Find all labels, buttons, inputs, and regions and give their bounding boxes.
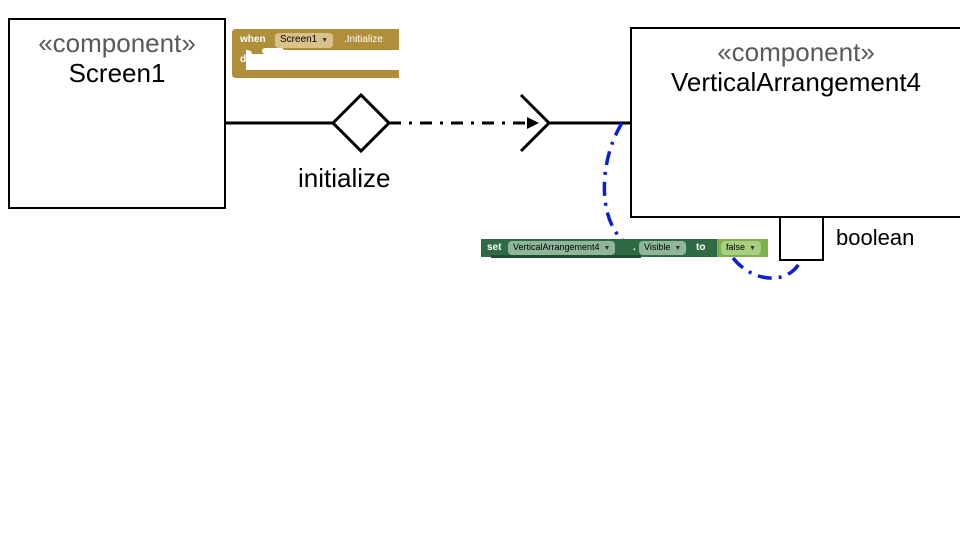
vertical-arrangement-name: VerticalArrangement4 [670, 67, 922, 97]
chevron-down-icon: ▼ [749, 245, 756, 252]
event-label: initialize [298, 163, 391, 193]
screen1-name: Screen1 [68, 58, 166, 88]
when-initialize-block[interactable]: when Screen1▼ .Initialize do [232, 29, 399, 78]
property-dropdown-label: Visible [644, 242, 671, 252]
to-keyword: to [696, 242, 706, 253]
screen1-component[interactable]: «component» Screen1 [8, 18, 226, 209]
set-visible-block[interactable]: set VerticalArrangement4▼ . Visible▼ to … [481, 239, 768, 258]
dependency-arrowhead-icon [527, 117, 539, 129]
false-value-label: false [726, 242, 746, 252]
do-keyword: do [240, 54, 253, 65]
chevron-down-icon: ▼ [603, 245, 611, 252]
when-keyword: when [240, 34, 266, 45]
property-dropdown[interactable]: Visible▼ [639, 241, 687, 255]
component-dropdown[interactable]: VerticalArrangement4▼ [508, 241, 616, 255]
boolean-port[interactable] [779, 216, 824, 261]
screen1-dropdown-label: Screen1 [280, 34, 318, 45]
vertical-arrangement-stereotype: «component» [717, 37, 875, 67]
screen1-dropdown[interactable]: Screen1▼ [275, 33, 334, 48]
set-keyword: set [487, 242, 502, 253]
diamond-connector-icon [330, 92, 392, 154]
blue-dashed-link-port [731, 256, 802, 280]
initialize-event-name: .Initialize [344, 34, 383, 45]
component-dropdown-label: VerticalArrangement4 [513, 242, 600, 252]
chevron-down-icon: ▼ [321, 37, 329, 44]
false-value-dropdown[interactable]: false▼ [721, 241, 761, 255]
port-label: boolean [836, 225, 915, 250]
blue-dashed-link [602, 122, 634, 249]
when-block-shape [232, 29, 399, 78]
dot-separator: . [633, 242, 636, 253]
screen1-stereotype: «component» [38, 28, 196, 58]
chevron-down-icon: ▼ [674, 245, 682, 252]
